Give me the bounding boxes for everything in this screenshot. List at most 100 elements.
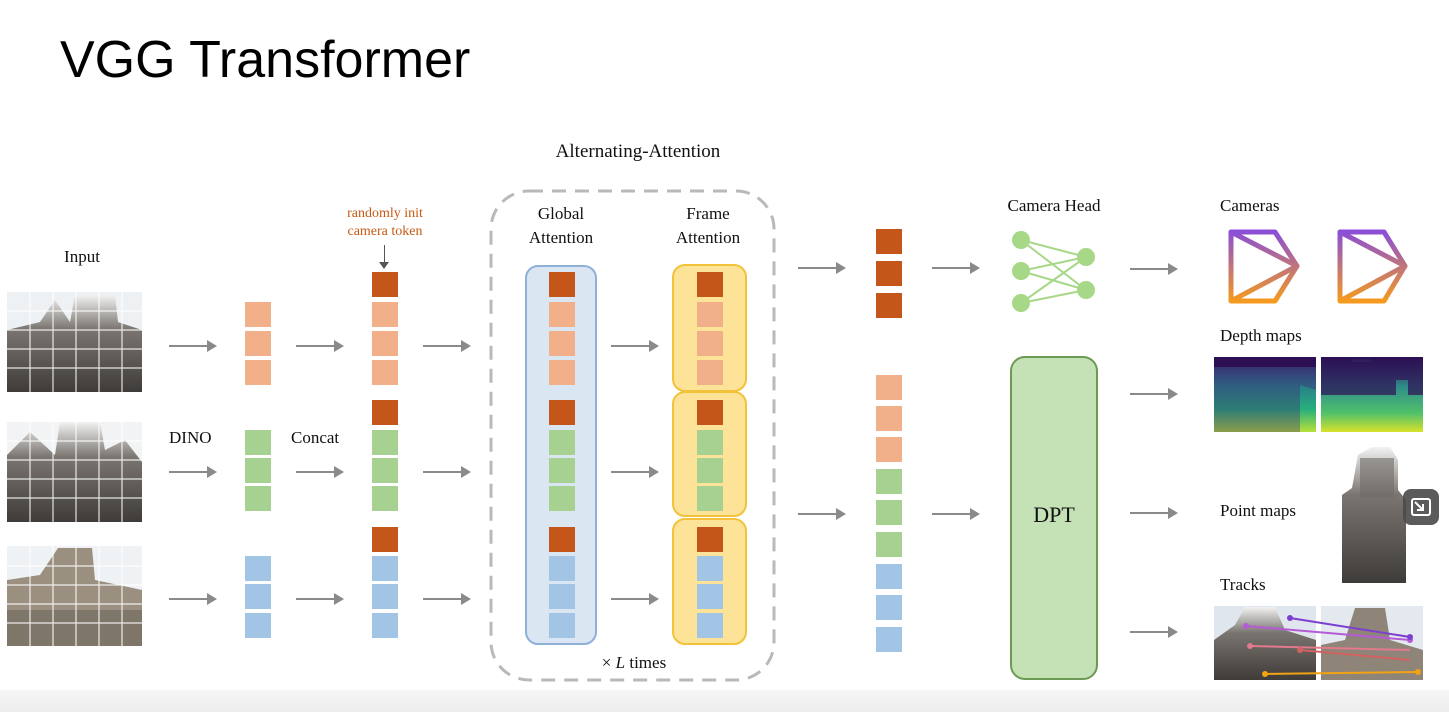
global-attention-box — [525, 265, 597, 645]
arrow-right — [296, 466, 344, 478]
input-label: Input — [64, 247, 100, 266]
camera-icon-2 — [1337, 229, 1408, 304]
global-label-line2: Attention — [528, 228, 594, 247]
dino-token-frame3 — [245, 556, 271, 581]
frame-token-frame3 — [697, 556, 723, 581]
arrow-right — [1130, 388, 1178, 400]
output-image-token — [876, 627, 902, 652]
concat-token-frame2 — [372, 458, 398, 483]
camera-head-nodes — [1012, 231, 1095, 312]
arrow-right — [423, 593, 471, 605]
picture-in-picture-icon — [1411, 498, 1431, 516]
frame-attention-box-3 — [672, 518, 747, 645]
track-points — [1243, 615, 1421, 677]
concat-token-frame3 — [372, 613, 398, 638]
down-arrow-icon — [379, 262, 389, 269]
concat-token-frame1 — [372, 302, 398, 327]
alternating-attention-label: Alternating-Attention — [555, 141, 721, 162]
output-image-token — [876, 532, 902, 557]
depth-map-1 — [1214, 357, 1316, 432]
arrow-right — [423, 466, 471, 478]
point-maps-label: Point maps — [1220, 501, 1297, 520]
concat-label: Concat — [291, 428, 340, 447]
concat-token-frame3 — [372, 556, 398, 581]
concat-token-frame1 — [372, 360, 398, 385]
output-camera-token — [876, 261, 902, 286]
slide-title: VGG Transformer — [60, 31, 471, 89]
concat-token-frame1 — [372, 331, 398, 356]
frame-token-frame1 — [697, 302, 723, 327]
global-token-frame3 — [549, 584, 575, 609]
point-map-image — [1342, 447, 1406, 583]
frame-token-frame3 — [697, 613, 723, 638]
dino-token-frame2 — [245, 458, 271, 483]
global-token-frame1 — [549, 302, 575, 327]
global-token-frame2 — [549, 430, 575, 455]
arrow-right — [1130, 263, 1178, 275]
input-photo-1 — [7, 292, 142, 392]
output-image-token — [876, 564, 902, 589]
frame-camera-token — [697, 527, 723, 552]
pip-button[interactable] — [1403, 489, 1439, 525]
output-image-token — [876, 469, 902, 494]
output-image-token — [876, 406, 902, 431]
arrow-right — [169, 466, 217, 478]
global-token-frame2 — [549, 486, 575, 511]
tracks-image-1 — [1214, 606, 1316, 680]
frame-token-frame2 — [697, 430, 723, 455]
dpt-label: DPT — [1033, 502, 1075, 527]
frame-token-frame3 — [697, 584, 723, 609]
dino-token-frame1 — [245, 360, 271, 385]
dino-token-frame2 — [245, 486, 271, 511]
camera-token-note-line1: randomly init — [347, 206, 423, 221]
global-label-line1: Global — [537, 204, 585, 223]
output-image-token — [876, 437, 902, 462]
global-camera-token — [549, 272, 575, 297]
camera-head-label: Camera Head — [1007, 196, 1101, 215]
camera-token — [372, 400, 398, 425]
arrow-right — [296, 593, 344, 605]
frame-label-line1: Frame — [686, 204, 730, 223]
output-camera-token — [876, 293, 902, 318]
frame-token-frame2 — [697, 486, 723, 511]
frame-camera-token — [697, 400, 723, 425]
dino-label: DINO — [169, 428, 212, 447]
concat-token-frame3 — [372, 584, 398, 609]
arrow-right — [423, 340, 471, 352]
arrow-right — [611, 466, 659, 478]
arrow-right — [1130, 626, 1178, 638]
camera-head-network — [1020, 239, 1087, 304]
arrow-right — [296, 340, 344, 352]
dino-token-frame1 — [245, 302, 271, 327]
frame-label-line2: Attention — [675, 228, 741, 247]
depth-maps-label: Depth maps — [1220, 326, 1302, 345]
dino-token-frame2 — [245, 430, 271, 455]
alternating-attention-box — [489, 189, 776, 682]
arrow-right — [169, 593, 217, 605]
tracks-image-2 — [1321, 606, 1423, 680]
global-token-frame1 — [549, 331, 575, 356]
global-token-frame3 — [549, 613, 575, 638]
output-image-token — [876, 595, 902, 620]
dino-token-frame1 — [245, 331, 271, 356]
frame-token-frame1 — [697, 360, 723, 385]
arrow-right — [932, 262, 980, 274]
camera-token — [372, 272, 398, 297]
dpt-box — [1010, 356, 1098, 680]
arrow-right — [798, 262, 846, 274]
camera-icon-1 — [1228, 229, 1300, 304]
global-camera-token — [549, 527, 575, 552]
frame-token-frame2 — [697, 458, 723, 483]
output-camera-token — [876, 229, 902, 254]
arrow-right — [169, 340, 217, 352]
arrow-right — [932, 508, 980, 520]
camera-token-note-line2: camera token — [347, 224, 423, 239]
arrow-right — [611, 593, 659, 605]
concat-token-frame2 — [372, 430, 398, 455]
global-camera-token — [549, 400, 575, 425]
concat-token-frame2 — [372, 486, 398, 511]
times-label: × L times — [601, 653, 667, 672]
camera-token — [372, 527, 398, 552]
depth-map-2 — [1321, 357, 1423, 432]
